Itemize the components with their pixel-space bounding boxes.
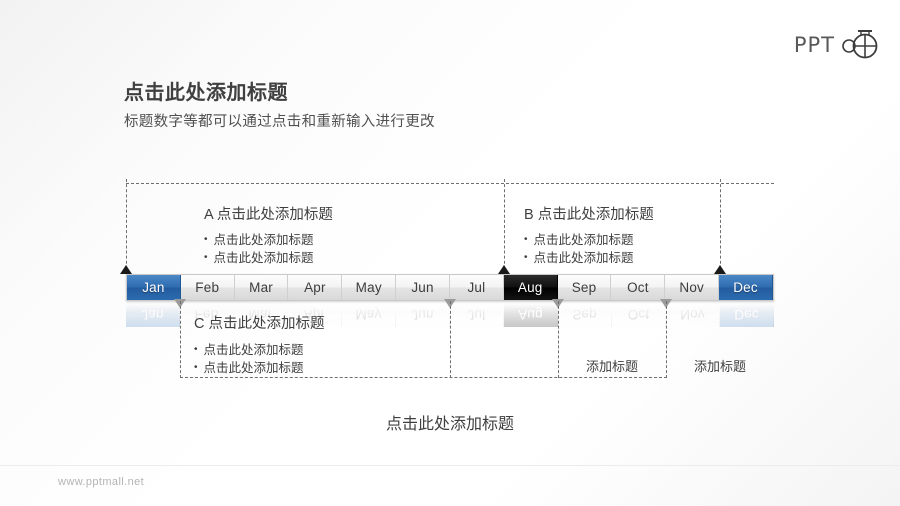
page-title: 点击此处添加标题 xyxy=(124,82,288,104)
marker-a-start xyxy=(120,265,132,274)
block-a-bullets: 点击此处添加标题 点击此处添加标题 xyxy=(204,231,314,267)
block-c-title: C 点击此处添加标题 xyxy=(194,316,325,332)
guide-line-bottom xyxy=(180,377,667,378)
month-cell-nov[interactable]: Nov xyxy=(665,275,720,300)
reflection-cell-sep: Sep xyxy=(558,302,612,327)
block-a-bullet-1: 点击此处添加标题 xyxy=(204,231,314,249)
marker-b-end xyxy=(714,265,726,274)
reflection-cell-dec: Dec xyxy=(720,302,774,327)
reflection-cell-jan: Jan xyxy=(126,302,180,327)
guide-line-b-start xyxy=(504,179,505,274)
block-b-title: B 点击此处添加标题 xyxy=(524,207,654,223)
logo-text: PPT xyxy=(793,33,835,57)
month-cell-may[interactable]: May xyxy=(342,275,397,300)
block-a-bullet-2: 点击此处添加标题 xyxy=(204,249,314,267)
subbox-1-label: 添加标题 xyxy=(585,359,638,374)
reflection-cell-jul: Jul xyxy=(450,302,504,327)
block-b-bullets: 点击此处添加标题 点击此处添加标题 xyxy=(524,231,634,267)
globe-crosshair-icon xyxy=(838,26,884,65)
guide-line-subbox-1-lower xyxy=(558,301,559,378)
reflection-cell-jun: Jun xyxy=(396,302,450,327)
reflection-cell-aug: Aug xyxy=(504,302,558,327)
guide-line-b-end xyxy=(720,179,721,274)
guide-line-c-start-lower xyxy=(180,301,181,378)
page-subtitle: 标题数字等都可以通过点击和重新输入进行更改 xyxy=(124,114,435,130)
reflection-cell-nov: Nov xyxy=(666,302,720,327)
block-b-bullet-2: 点击此处添加标题 xyxy=(524,249,634,267)
bottom-caption: 点击此处添加标题 xyxy=(385,416,514,433)
month-cell-feb[interactable]: Feb xyxy=(180,275,235,300)
month-cell-dec[interactable]: Dec xyxy=(719,275,773,300)
guide-line-a-start xyxy=(126,179,127,274)
block-c-bullet-2: 点击此处添加标题 xyxy=(194,359,304,377)
month-cell-apr[interactable]: Apr xyxy=(288,275,343,300)
month-cell-mar[interactable]: Mar xyxy=(234,275,289,300)
reflection-cell-oct: Oct xyxy=(612,302,666,327)
block-c-bullets: 点击此处添加标题 点击此处添加标题 xyxy=(194,341,304,377)
subbox-2-label: 添加标题 xyxy=(693,359,746,374)
month-cell-oct[interactable]: Oct xyxy=(611,275,666,300)
guide-line-top xyxy=(126,183,774,184)
marker-b-start xyxy=(498,265,510,274)
month-cell-jan[interactable]: Jan xyxy=(127,275,181,300)
footer-site: www.pptmall.net xyxy=(58,476,145,488)
guide-line-c-end-lower xyxy=(450,301,451,378)
month-cell-jul[interactable]: Jul xyxy=(449,275,504,300)
guide-line-subbox-2-lower xyxy=(666,301,667,378)
month-bar: Jan Feb Mar Apr May Jun Jul Aug Sep Oct … xyxy=(126,274,774,301)
block-c-bullet-1: 点击此处添加标题 xyxy=(194,341,304,359)
reflection-cell-may: May xyxy=(342,302,396,327)
month-cell-sep[interactable]: Sep xyxy=(557,275,612,300)
month-cell-aug[interactable]: Aug xyxy=(503,275,558,300)
timeline-diagram: A 点击此处添加标题 点击此处添加标题 点击此处添加标题 B 点击此处添加标题 … xyxy=(120,179,774,393)
block-b-bullet-1: 点击此处添加标题 xyxy=(524,231,634,249)
brand-logo: PPT xyxy=(794,26,884,65)
month-cell-jun[interactable]: Jun xyxy=(396,275,450,300)
block-a-title: A 点击此处添加标题 xyxy=(204,207,333,223)
footer-divider xyxy=(0,465,900,466)
